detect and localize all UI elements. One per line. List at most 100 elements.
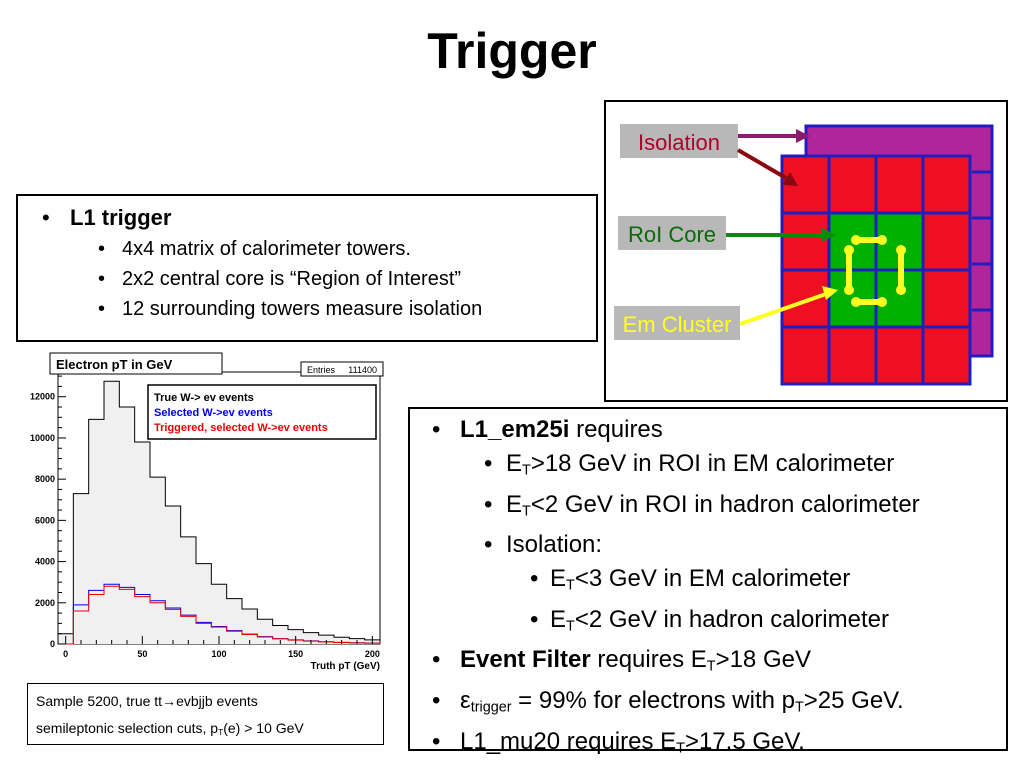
caption-line-2-sub: T: [218, 727, 224, 738]
cluster-dot-7: [896, 285, 906, 295]
x-tick-label-0: 0: [63, 649, 68, 659]
stats-value: 111400: [348, 365, 377, 375]
req-efficiency-pre: ε: [460, 686, 471, 714]
y-tick-label-5: 10000: [30, 433, 55, 443]
roi-core-label-bg: [618, 216, 726, 250]
req-et-hadron: ET<2 GeV in ROI in hadron calorimeter: [420, 488, 996, 529]
req-iso-hadron-pre: E: [550, 605, 567, 633]
cluster-dot-5: [844, 285, 854, 295]
legend-true: True W-> ev events: [154, 392, 254, 404]
req-event-filter-rest: requires E: [590, 646, 707, 674]
em-cluster-marker: [844, 235, 906, 307]
req-efficiency-mid: = 99% for electrons with p: [511, 686, 795, 714]
cluster-dot-1: [877, 235, 887, 245]
em-cluster-label: Em Cluster: [623, 312, 732, 337]
req-et-hadron-pre: E: [506, 490, 523, 518]
req-l1-mu20-pre: L1_mu20 requires E: [460, 727, 677, 755]
req-iso-hadron-post: <2 GeV in hadron calorimeter: [574, 605, 889, 633]
isolation-arrow-front: [736, 148, 788, 180]
req-efficiency: εtrigger = 99% for electrons with pT>25 …: [420, 684, 996, 725]
em-cluster-arrow: [739, 292, 827, 326]
req-efficiency-post: >25 GeV.: [803, 686, 904, 714]
req-event-filter-bold: Event Filter: [460, 646, 591, 674]
hist-title: Electron pT in GeV: [56, 357, 173, 372]
isolation-tower: [921, 325, 972, 386]
req-l1-em25i-rest: requires: [569, 416, 663, 443]
stats-box: [300, 361, 384, 377]
isolation-label: Isolation: [638, 130, 720, 155]
l1-heading-text: L1 trigger: [70, 205, 172, 230]
x-tick-label-4: 200: [365, 649, 380, 659]
l1-bullet-list: L1 trigger 4x4 matrix of calorimeter tow…: [28, 202, 586, 324]
y-tick-label-4: 8000: [35, 474, 55, 484]
stats-label: Entries: [307, 365, 336, 375]
roi-core-label: RoI Core: [628, 222, 716, 247]
req-et-em: ET>18 GeV in ROI in EM calorimeter: [420, 447, 996, 488]
x-tick-label-2: 100: [211, 649, 226, 659]
req-l1-mu20: L1_mu20 requires ET>17.5 GeV.: [420, 725, 996, 766]
x-tick-label-3: 150: [288, 649, 303, 659]
l1-heading: L1 trigger: [28, 202, 586, 234]
em-cluster-label-bg: [614, 306, 740, 340]
y-tick-label-0: 0: [50, 639, 55, 649]
slide-title: Trigger: [427, 23, 597, 79]
l1-item-matrix: 4x4 matrix of calorimeter towers.: [28, 234, 586, 264]
isolation-tower: [827, 325, 878, 386]
back-layer-lines: [972, 170, 992, 312]
req-efficiency-sub2: T: [794, 699, 804, 716]
req-iso-em-post: <3 GeV in EM calorimeter: [574, 565, 851, 593]
req-iso-hadron: ET<2 GeV in hadron calorimeter: [420, 603, 996, 644]
isolation-tower: [921, 211, 972, 272]
caption-line-2: semileptonic selection cuts, pT(e) > 10 …: [36, 715, 375, 746]
cluster-dot-3: [877, 297, 887, 307]
req-iso-hadron-sub: T: [566, 618, 575, 635]
isolation-tower: [780, 325, 831, 386]
tower-diagram-box: Isolation RoI Core Em Cluster: [604, 100, 1008, 402]
req-event-filter: Event Filter requires ET>18 GeV: [420, 643, 996, 684]
legend-box: [147, 384, 377, 440]
isolation-tower: [780, 211, 831, 272]
req-isolation: Isolation:: [420, 528, 996, 562]
tower-diagram: Isolation RoI Core Em Cluster: [614, 124, 994, 386]
l1-item-core: 2x2 central core is “Region of Interest”: [28, 264, 586, 294]
requirements-list: L1_em25i requires ET>18 GeV in ROI in EM…: [420, 413, 996, 765]
tower-grid: [780, 154, 972, 386]
caption-line-2-post: (e) > 10 GeV: [223, 720, 304, 736]
req-et-em-post: >18 GeV in ROI in EM calorimeter: [530, 450, 895, 477]
req-l1-em25i-bold: L1_em25i: [460, 416, 570, 443]
y-tick-label-2: 4000: [35, 557, 55, 567]
em-cluster-arrow-head: [822, 286, 838, 300]
isolation-label-bg: [620, 124, 738, 158]
hist-fill-0: [58, 381, 380, 644]
req-et-em-pre: E: [506, 450, 523, 477]
hist-title-box: [49, 352, 223, 375]
req-l1-mu20-sub: T: [676, 740, 685, 757]
roi-core-arrow-head: [822, 228, 836, 242]
isolation-tower: [874, 325, 925, 386]
req-efficiency-sub: trigger: [470, 699, 512, 716]
req-et-hadron-sub: T: [522, 503, 531, 520]
isolation-arrow-front-head: [782, 172, 798, 186]
y-tick-label-6: 12000: [30, 392, 55, 402]
req-iso-em: ET<3 GeV in EM calorimeter: [420, 562, 996, 603]
l1-trigger-box: L1 trigger 4x4 matrix of calorimeter tow…: [16, 194, 598, 342]
isolation-arrow-back-head: [796, 129, 810, 143]
req-iso-em-sub: T: [566, 577, 575, 594]
req-et-em-sub: T: [522, 462, 531, 479]
hist-line-2: [58, 585, 381, 645]
req-l1-em25i: L1_em25i requires: [420, 413, 996, 447]
electron-pt-histogram: Electron pT in GeV Entries 111400 0 50 100…: [30, 352, 384, 672]
x-tick-label-1: 50: [137, 649, 147, 659]
requirements-box: L1_em25i requires ET>18 GeV in ROI in EM…: [408, 407, 1008, 758]
hist-line-0: [57, 380, 381, 644]
req-l1-mu20-post: >17.5 GeV.: [684, 727, 805, 755]
cluster-dot-2: [851, 297, 861, 307]
req-event-filter-post: >18 GeV: [715, 646, 811, 674]
legend-selected: Selected W->ev events: [154, 407, 273, 419]
isolation-tower: [921, 154, 972, 215]
cluster-dot-0: [851, 235, 861, 245]
isolation-tower: [921, 268, 972, 329]
req-iso-em-pre: E: [550, 565, 567, 593]
isolation-tower: [827, 154, 878, 215]
